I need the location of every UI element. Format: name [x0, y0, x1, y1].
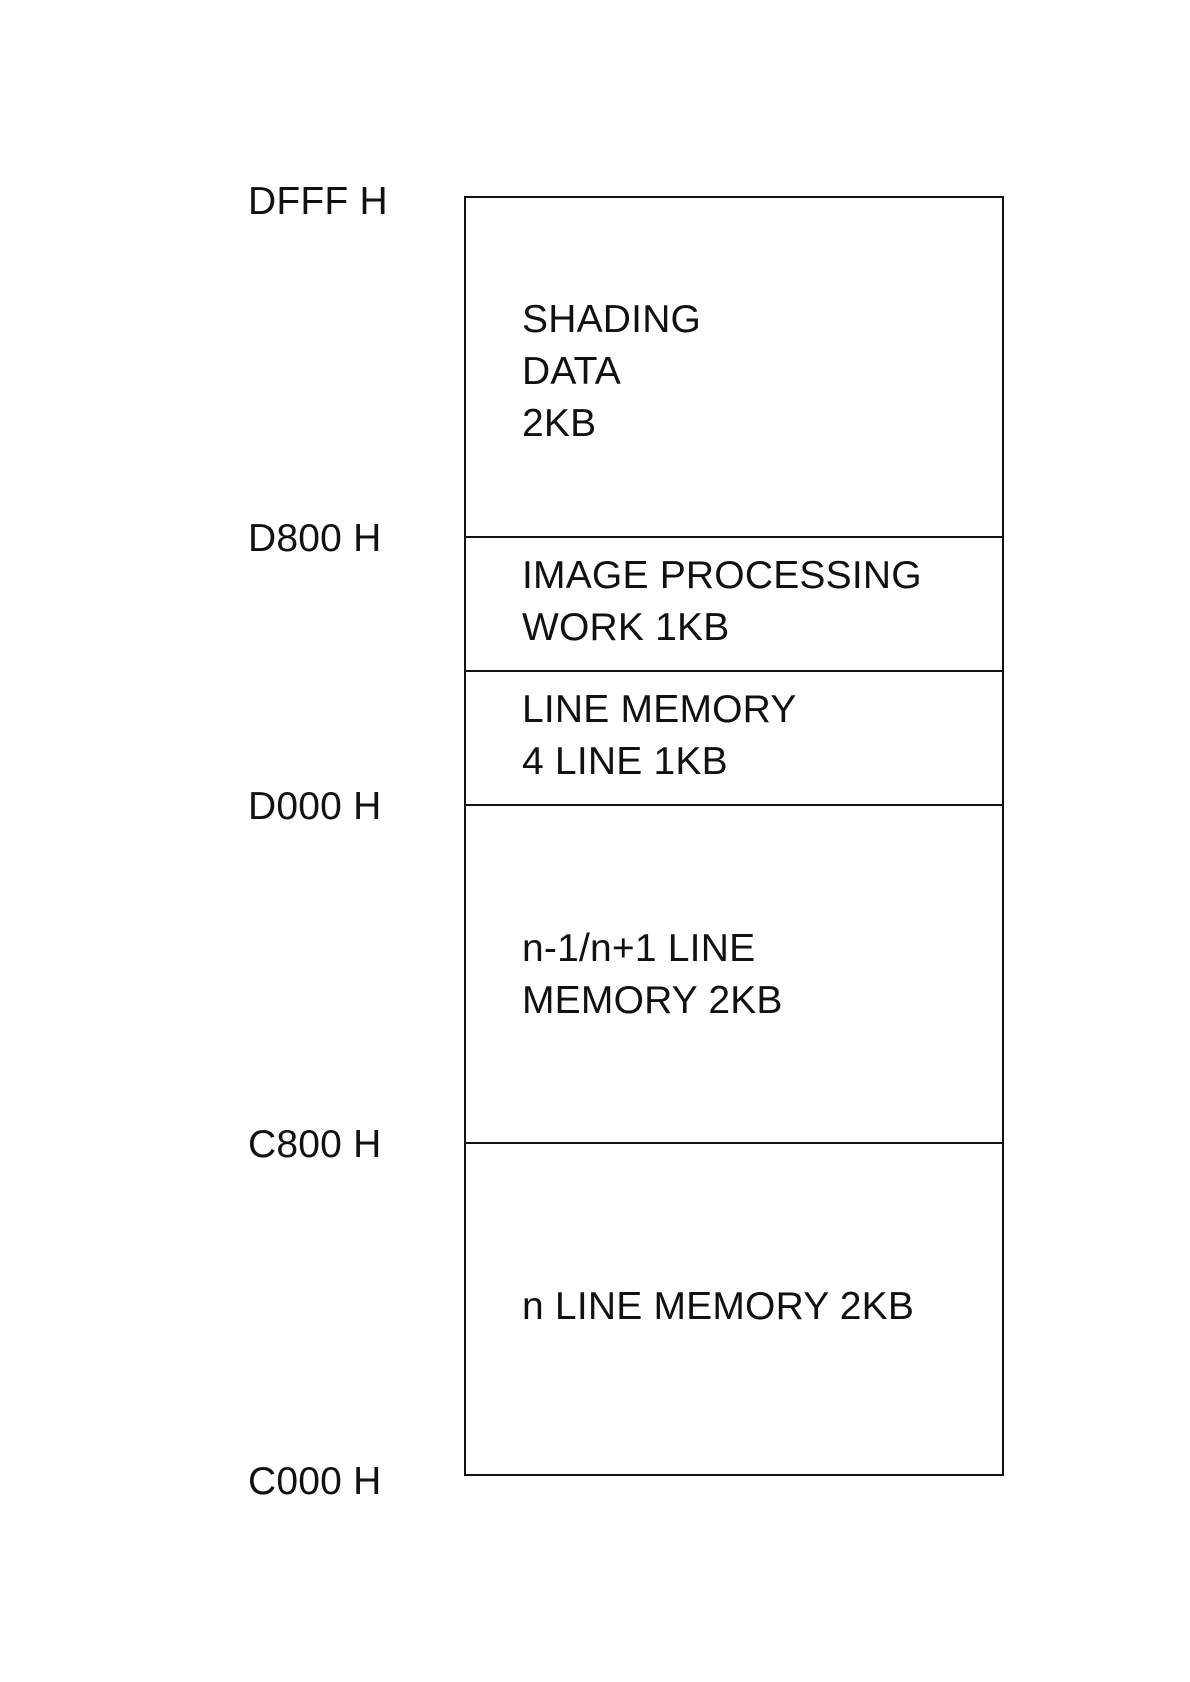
- region-text-line: MEMORY 2KB: [522, 975, 783, 1027]
- region-text-line: n LINE MEMORY 2KB: [522, 1281, 914, 1333]
- region-n-minus-plus-one-line-memory-text: n-1/n+1 LINE MEMORY 2KB: [522, 923, 783, 1027]
- address-label-d800: D800 H: [248, 519, 381, 558]
- region-line-memory-4-line-text: LINE MEMORY 4 LINE 1KB: [522, 684, 797, 788]
- region-line-memory-4-line: LINE MEMORY 4 LINE 1KB: [466, 670, 1002, 804]
- region-text-line: IMAGE PROCESSING: [522, 550, 922, 602]
- address-label-d000: D000 H: [248, 787, 381, 826]
- address-label-c800: C800 H: [248, 1125, 381, 1164]
- memory-map-box: SHADING DATA 2KB IMAGE PROCESSING WORK 1…: [464, 196, 1004, 1476]
- address-label-dfff: DFFF H: [248, 182, 388, 221]
- region-n-line-memory: n LINE MEMORY 2KB: [466, 1142, 1002, 1476]
- region-image-processing-work: IMAGE PROCESSING WORK 1KB: [466, 536, 1002, 670]
- region-shading-data: SHADING DATA 2KB: [466, 198, 1002, 536]
- region-n-minus-plus-one-line-memory: n-1/n+1 LINE MEMORY 2KB: [466, 804, 1002, 1142]
- region-text-line: WORK 1KB: [522, 602, 922, 654]
- region-text-line: SHADING: [522, 294, 701, 346]
- region-n-line-memory-text: n LINE MEMORY 2KB: [522, 1281, 914, 1333]
- region-text-line: DATA: [522, 346, 701, 398]
- region-text-line: n-1/n+1 LINE: [522, 923, 783, 975]
- region-text-line: LINE MEMORY: [522, 684, 797, 736]
- region-text-line: 2KB: [522, 398, 701, 450]
- address-label-c000: C000 H: [248, 1462, 381, 1501]
- region-text-line: 4 LINE 1KB: [522, 736, 797, 788]
- region-image-processing-work-text: IMAGE PROCESSING WORK 1KB: [522, 550, 922, 654]
- region-shading-data-text: SHADING DATA 2KB: [522, 294, 701, 450]
